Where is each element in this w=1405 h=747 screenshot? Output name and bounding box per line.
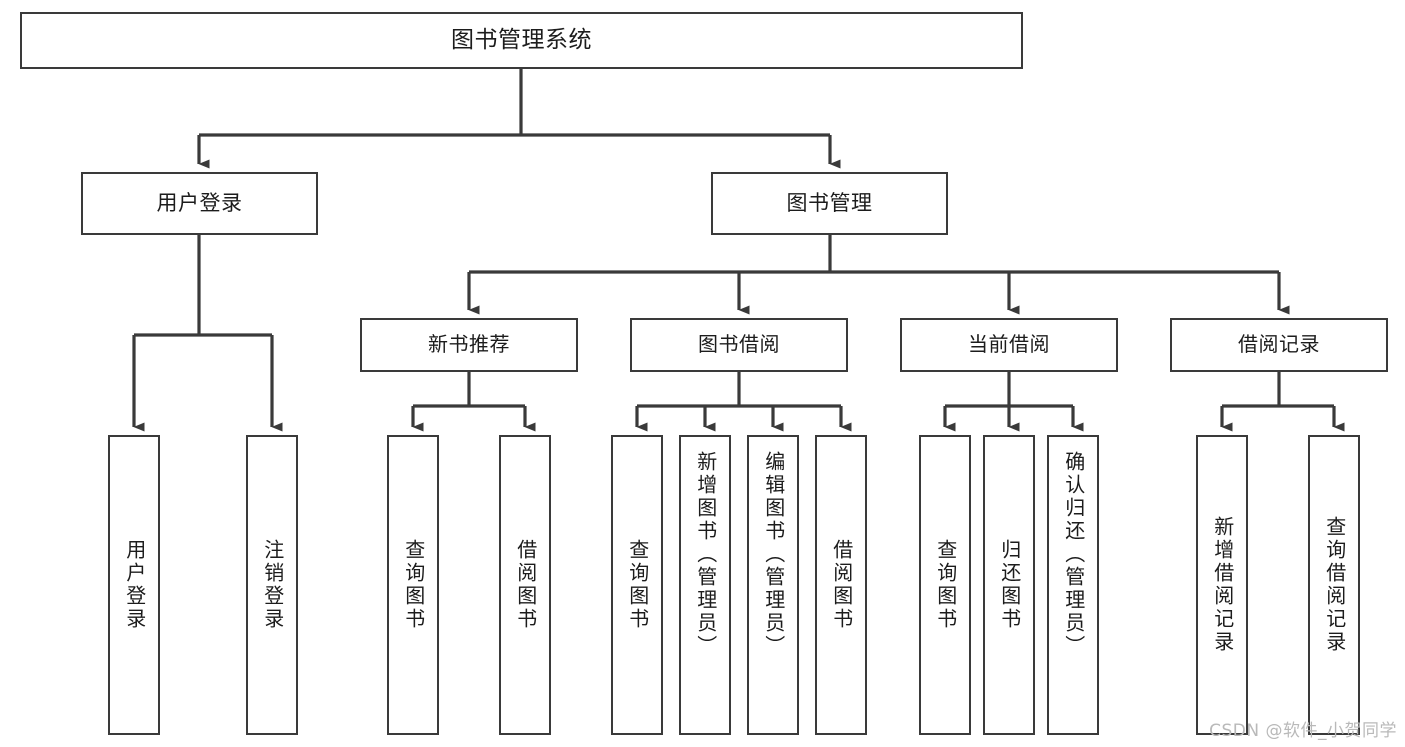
leaf-record-query-record[interactable]: 查询借阅记录 — [1308, 435, 1360, 735]
leaf-newbook-query-book[interactable]: 查询图书 — [387, 435, 439, 735]
leaf-newbook-borrow-book[interactable]: 借阅图书 — [499, 435, 551, 735]
node-current-borrow[interactable]: 当前借阅 — [900, 318, 1118, 372]
node-borrow-record-label: 借阅记录 — [1238, 332, 1320, 357]
leaf-borrow-edit-book-admin-label: 编辑图书（管理员） — [761, 451, 786, 658]
leaf-newbook-query-book-label: 查询图书 — [401, 539, 426, 631]
leaf-logout-label: 注销登录 — [260, 539, 285, 631]
leaf-current-return-book-label: 归还图书 — [997, 539, 1022, 631]
leaf-borrow-borrow-book-label: 借阅图书 — [829, 539, 854, 631]
leaf-borrow-query-book-label: 查询图书 — [625, 539, 650, 631]
watermark: CSDN @软件_小贺同学 — [1209, 721, 1397, 741]
leaf-user-login-label: 用户登录 — [122, 539, 147, 631]
leaf-borrow-add-book-admin-label: 新增图书（管理员） — [693, 451, 718, 658]
node-book-borrow-label: 图书借阅 — [698, 332, 780, 357]
node-book-management-label: 图书管理 — [786, 191, 873, 216]
node-current-borrow-label: 当前借阅 — [968, 332, 1050, 357]
node-root-system[interactable]: 图书管理系统 — [20, 12, 1023, 69]
leaf-borrow-query-book[interactable]: 查询图书 — [611, 435, 663, 735]
leaf-logout[interactable]: 注销登录 — [246, 435, 298, 735]
node-new-book-recommend[interactable]: 新书推荐 — [360, 318, 578, 372]
leaf-borrow-edit-book-admin[interactable]: 编辑图书（管理员） — [747, 435, 799, 735]
leaf-current-confirm-return-admin-label: 确认归还（管理员） — [1061, 451, 1086, 658]
leaf-record-query-record-label: 查询借阅记录 — [1322, 516, 1347, 654]
leaf-record-add-record[interactable]: 新增借阅记录 — [1196, 435, 1248, 735]
leaf-user-login[interactable]: 用户登录 — [108, 435, 160, 735]
node-user-login-label: 用户登录 — [156, 191, 243, 216]
node-user-login[interactable]: 用户登录 — [81, 172, 318, 235]
node-new-book-recommend-label: 新书推荐 — [428, 332, 510, 357]
leaf-borrow-borrow-book[interactable]: 借阅图书 — [815, 435, 867, 735]
leaf-borrow-add-book-admin[interactable]: 新增图书（管理员） — [679, 435, 731, 735]
leaf-current-confirm-return-admin[interactable]: 确认归还（管理员） — [1047, 435, 1099, 735]
node-root-system-label: 图书管理系统 — [451, 26, 592, 53]
leaf-current-query-book-label: 查询图书 — [933, 539, 958, 631]
leaf-current-return-book[interactable]: 归还图书 — [983, 435, 1035, 735]
node-book-management[interactable]: 图书管理 — [711, 172, 948, 235]
node-book-borrow[interactable]: 图书借阅 — [630, 318, 848, 372]
leaf-current-query-book[interactable]: 查询图书 — [919, 435, 971, 735]
node-borrow-record[interactable]: 借阅记录 — [1170, 318, 1388, 372]
leaf-newbook-borrow-book-label: 借阅图书 — [513, 539, 538, 631]
leaf-record-add-record-label: 新增借阅记录 — [1210, 516, 1235, 654]
